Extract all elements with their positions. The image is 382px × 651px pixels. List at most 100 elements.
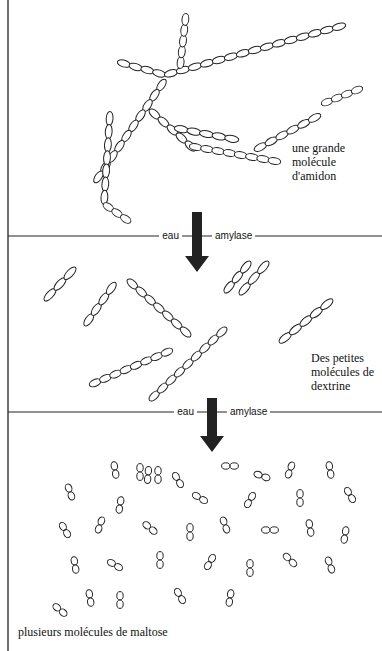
glucose-unit [236,48,251,58]
glucose-unit [211,132,226,141]
enzyme-label: amylase [212,230,255,242]
glucose-unit [211,147,225,156]
glucose-unit [106,111,114,126]
glucose-unit [262,527,270,533]
glucose-unit [268,157,282,166]
glucose-unit [85,589,93,598]
glucose-unit [62,528,72,538]
glucose-unit [307,112,322,124]
glucose-unit [137,464,143,472]
glucose-unit [105,124,113,139]
glucose-unit [239,259,253,274]
glucose-unit [270,527,278,533]
glucose-unit [296,32,311,42]
molecule-label: une grande molécule d'amidon [292,142,370,183]
glucose-unit [284,35,299,45]
glucose-unit [67,491,76,501]
molecule-chains [42,13,364,618]
glucose-unit [72,564,80,573]
glucose-unit [247,560,253,568]
glucose-unit [225,597,233,606]
glucose-unit [164,68,179,78]
glucose-unit [272,38,287,48]
glucose-unit [148,526,159,536]
reaction-arrow [185,212,209,272]
glucose-unit [101,177,109,192]
glucose-unit [332,22,347,32]
glucose-unit [223,149,237,158]
glucose-unit [155,475,161,483]
glucose-unit [117,600,123,608]
glucose-unit [157,560,163,568]
reagent-label: eau [174,406,197,418]
glucose-unit [245,153,259,162]
glucose-unit [319,297,335,312]
glucose-unit [243,498,253,508]
glucose-unit [144,475,151,484]
glucose-unit [215,325,229,339]
glucose-unit [327,469,335,478]
molecule-label: plusieurs molécules de maltose [18,626,168,640]
glucose-unit [145,466,152,475]
glucose-unit [261,473,271,482]
glucose-unit [320,25,335,35]
glucose-unit [117,592,123,600]
glucose-unit [87,597,95,606]
glucose-unit [297,498,303,506]
glucose-unit [104,281,118,297]
glucose-unit [212,55,227,65]
glucose-unit [234,151,248,160]
glucose-unit [247,568,253,576]
glucose-unit [94,524,103,534]
glucose-unit [157,552,163,560]
glucose-unit [177,56,185,69]
glucose-unit [115,504,123,513]
glucose-unit [222,463,230,469]
glucose-unit [155,467,161,475]
enzyme-label: amylase [227,406,270,418]
glucose-unit [179,35,187,48]
glucose-unit [340,534,348,543]
glucose-unit [187,532,193,540]
glucose-unit [203,560,213,570]
glucose-unit [230,463,238,469]
glucose-unit [284,469,293,479]
glucose-unit [327,564,336,574]
glucose-unit [128,62,143,72]
glucose-unit [181,13,189,26]
glucose-unit [222,524,231,534]
glucose-unit [224,134,239,143]
glucose-unit [175,478,185,488]
glucose-unit [224,52,239,62]
glucose-unit [342,526,350,535]
glucose-unit [119,213,132,225]
glucose-unit [199,129,214,138]
glucose-unit [103,151,111,166]
glucose-unit [112,469,120,478]
reaction-arrow [200,398,224,452]
glucose-unit [160,347,174,358]
glucose-unit [188,62,203,72]
glucose-unit [350,85,363,96]
glucose-unit [189,143,203,152]
glucose-unit [102,164,110,179]
glucose-unit [256,155,270,164]
glucose-unit [347,493,357,503]
glucose-unit [288,558,298,568]
glucose-unit [227,589,235,598]
glucose-unit [297,490,303,498]
glucose-unit [180,24,188,37]
glucose-unit [200,58,215,68]
glucose-unit [308,28,323,38]
glucose-unit [178,45,186,58]
glucose-unit [200,145,214,154]
glucose-unit [70,556,78,565]
glucose-unit [186,127,201,136]
glucose-unit [58,608,69,618]
glucose-unit [110,461,118,470]
glucose-unit [305,519,313,528]
molecule-label: Des petites molécules de dextrine [311,352,379,393]
glucose-unit [113,562,123,572]
glucose-unit [117,496,125,505]
